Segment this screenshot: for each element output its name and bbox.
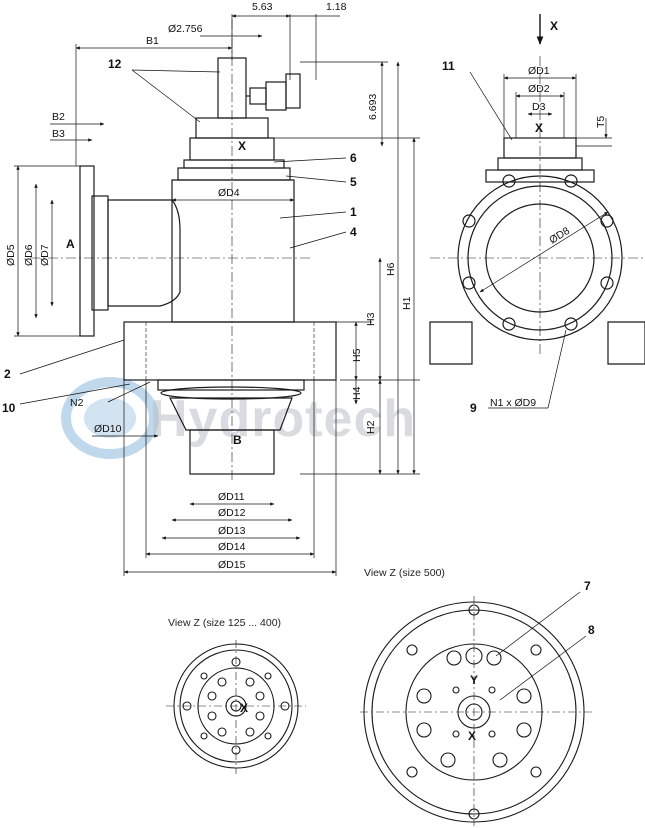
dim-6-693: 6.693 [367, 94, 379, 120]
dim-n2: N2 [70, 397, 84, 409]
view-z-large [360, 596, 592, 826]
dim-d2: ØD2 [528, 83, 550, 95]
side-view [30, 20, 337, 480]
dim-d3: D3 [532, 101, 546, 113]
dim-d5: ØD5 [5, 244, 17, 266]
side-dimensions [14, 14, 420, 576]
dim-h1: H1 [401, 296, 413, 310]
callout-2: 2 [4, 367, 11, 381]
dim-n1-d9: N1 x ØD9 [490, 397, 536, 409]
front-dimensions [469, 14, 612, 409]
dim-b1: B1 [146, 35, 159, 47]
dim-d4: ØD4 [218, 187, 240, 199]
watermark-text: Hydrotech [150, 390, 416, 448]
callout-9: 9 [470, 401, 477, 415]
callout-7: 7 [584, 579, 591, 593]
dim-h6: H6 [385, 262, 397, 276]
dim-t5: T5 [595, 116, 607, 128]
port-a: A [66, 237, 75, 251]
port-x-view: X [535, 121, 543, 135]
watermark-logo: Hydrotech [61, 377, 416, 459]
port-y-large: Y [470, 673, 478, 687]
dim-d7: ØD7 [39, 244, 51, 266]
port-x-large: X [468, 729, 476, 743]
dim-d15: ØD15 [218, 559, 246, 571]
dim-h5: H5 [351, 348, 363, 362]
port-x-side: X [238, 139, 246, 153]
dim-5-63: 5.63 [252, 1, 273, 13]
dim-b2: B2 [52, 111, 65, 123]
dim-d14: ØD14 [218, 541, 246, 553]
dim-d13: ØD13 [218, 525, 246, 537]
caption-view-small: View Z (size 125 ... 400) [168, 617, 281, 629]
callout-11: 11 [442, 59, 455, 73]
dim-h3: H3 [365, 312, 377, 326]
view-z-large-leaders [495, 591, 587, 701]
view-z-small [166, 640, 306, 774]
dim-d12: ØD12 [218, 507, 246, 519]
port-x-arrow: X [550, 19, 558, 33]
dim-2-756: Ø2.756 [168, 23, 203, 35]
dim-h4: H4 [351, 386, 363, 400]
port-x-small: X [240, 701, 248, 715]
dim-1-18: 1.18 [326, 1, 347, 13]
callout-10: 10 [2, 401, 16, 415]
caption-view-large: View Z (size 500) [364, 567, 445, 579]
callout-5: 5 [350, 175, 357, 189]
callout-4: 4 [350, 225, 357, 239]
dim-d1: ØD1 [528, 65, 550, 77]
port-b: B [233, 433, 242, 447]
callout-8: 8 [588, 623, 595, 637]
dim-b3: B3 [52, 128, 65, 140]
dim-d8: ØD8 [547, 225, 572, 247]
dim-h2: H2 [365, 420, 377, 434]
dim-d11: ØD11 [218, 491, 245, 503]
callout-12: 12 [108, 57, 122, 71]
callout-6: 6 [350, 151, 357, 165]
dim-d10: ØD10 [94, 423, 122, 435]
callout-1: 1 [350, 205, 357, 219]
dim-d6: ØD6 [23, 244, 35, 266]
